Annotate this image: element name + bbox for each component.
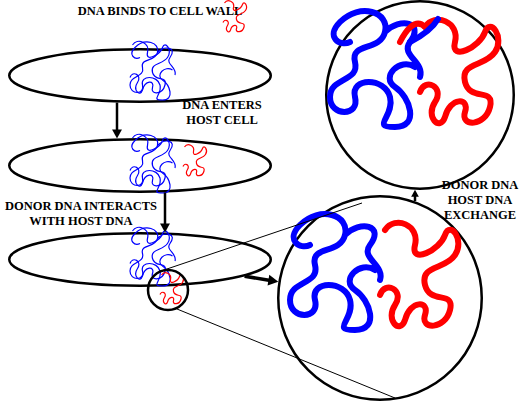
magnified-view <box>277 195 483 401</box>
ellipse-outline <box>9 233 271 286</box>
step-label: DONOR DNA INTERACTS WITH HOST DNA <box>2 199 160 229</box>
arrow-head <box>411 190 419 197</box>
arrow-head <box>268 275 279 286</box>
ellipse-outline <box>278 196 482 400</box>
arrow-shaft <box>164 193 167 226</box>
magnifier-circle <box>148 270 188 310</box>
host-dna-strand <box>290 214 381 330</box>
ellipse-outline <box>8 232 272 287</box>
arrow-shaft <box>414 195 417 201</box>
step-label: DONOR DNA HOST DNA EXCHANGE <box>431 178 529 223</box>
flow-arrow <box>245 275 279 286</box>
bacterial-cell <box>8 232 272 287</box>
ellipse-outline <box>8 48 272 103</box>
host-chromosome <box>130 227 175 286</box>
leader-line <box>177 309 395 398</box>
host-dna-strand <box>410 19 438 42</box>
arrow-shaft <box>245 276 271 280</box>
donor-dna-fragment <box>160 273 184 304</box>
donor-dna-strand <box>400 20 498 123</box>
leader-line <box>161 203 362 271</box>
host-dna-strand <box>330 11 421 127</box>
host-chromosome <box>130 41 175 100</box>
magnified-view <box>325 0 515 190</box>
flow-arrow <box>160 193 170 233</box>
flow-arrow <box>411 190 419 201</box>
donor-dna-strand <box>380 223 458 326</box>
bacterial-cell <box>8 138 272 193</box>
ellipse-outline <box>8 138 272 193</box>
ellipse-outline <box>9 49 271 102</box>
donor-dna-fragment <box>223 1 247 32</box>
arrow-head <box>160 223 170 232</box>
flow-arrow <box>112 103 122 139</box>
arrow-head <box>112 129 122 138</box>
arrow-shaft <box>116 103 119 132</box>
ellipse-outline <box>277 195 483 401</box>
ellipse-outline <box>325 0 515 190</box>
bacterial-cell: DNA BINDS TO CELL WALL <box>8 48 272 103</box>
step-label: DNA ENTERS HOST CELL <box>176 98 268 128</box>
host-chromosome <box>130 134 175 193</box>
step-heading: DNA BINDS TO CELL WALL <box>60 4 260 19</box>
ellipse-outline <box>326 1 514 189</box>
donor-dna-fragment <box>183 145 207 176</box>
ellipse-outline <box>9 139 271 192</box>
